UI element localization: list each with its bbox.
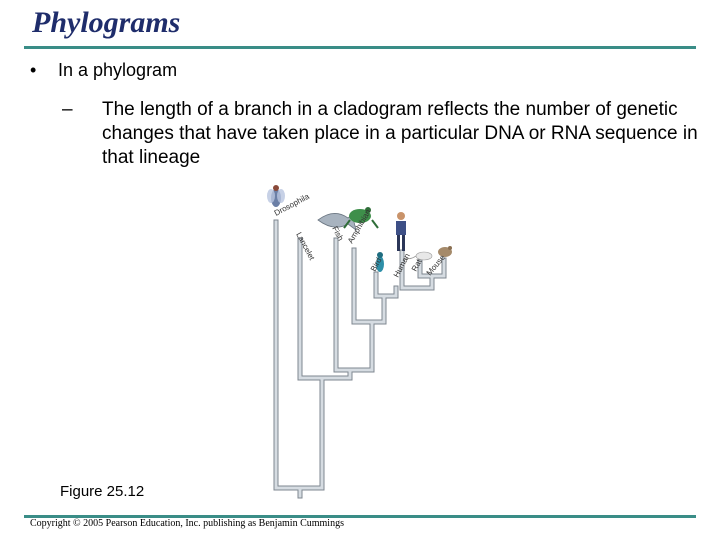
slide-title: Phylograms — [32, 6, 181, 39]
footer-divider — [24, 515, 696, 518]
taxon-label-human: Human — [392, 252, 412, 279]
drosophila-icon — [267, 185, 285, 207]
sub-bullet-text: The length of a branch in a cladogram re… — [102, 99, 698, 168]
bullet-marker: • — [30, 60, 37, 80]
figure-caption: Figure 25.12 — [60, 483, 145, 500]
mouse-icon — [438, 246, 452, 257]
taxon-label-fish: Fish — [330, 225, 345, 243]
bird-icon — [376, 252, 384, 272]
tree-branches — [273, 219, 447, 499]
sub-bullet-marker: – — [62, 99, 73, 120]
bullet-item: • In a phylogram — [30, 60, 177, 81]
copyright-text: Copyright © 2005 Pearson Education, Inc.… — [30, 518, 344, 529]
rat-icon — [405, 251, 433, 261]
title-divider — [24, 46, 696, 49]
fish-icon — [317, 211, 357, 231]
human-icon — [396, 212, 406, 251]
bullet-text: In a phylogram — [58, 60, 178, 80]
amphibian-icon — [343, 207, 379, 229]
